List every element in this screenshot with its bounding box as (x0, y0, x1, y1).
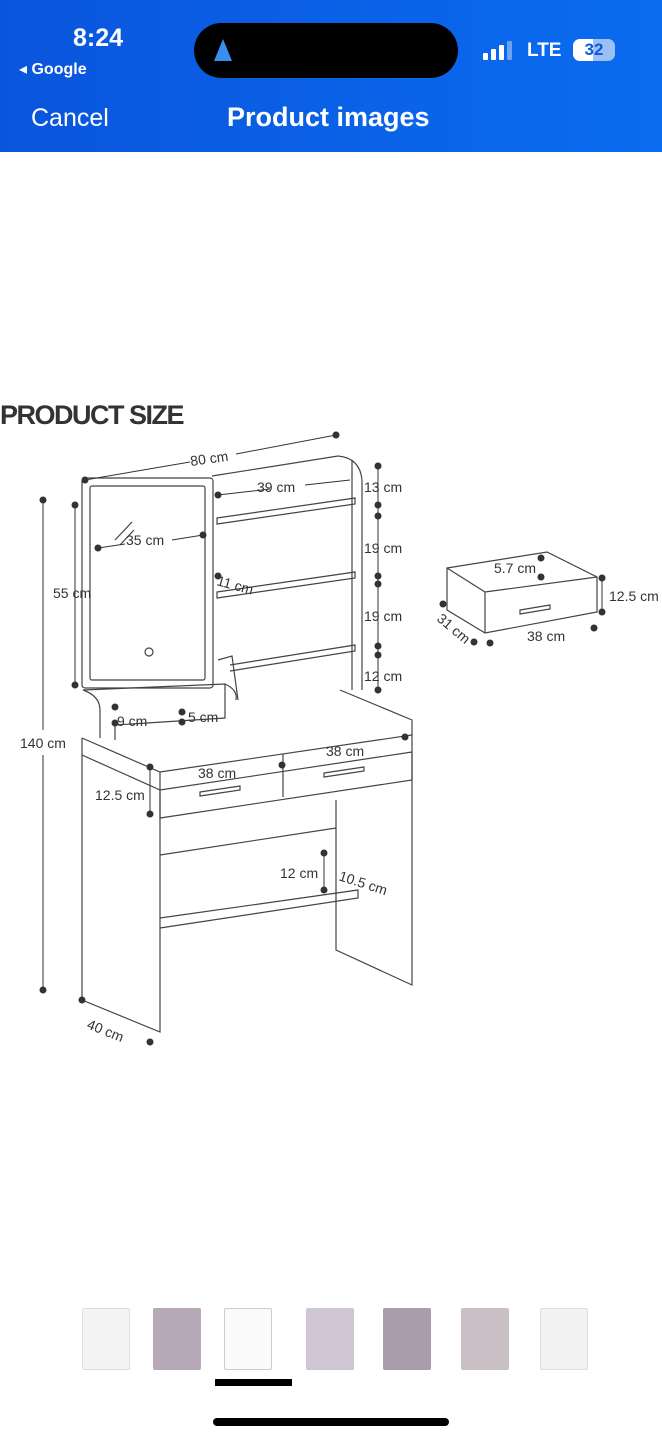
thumbnail-6[interactable] (461, 1308, 509, 1370)
dim-lower-shelf-depth: 10.5 cm (337, 868, 389, 899)
battery-icon: 32 (573, 39, 615, 61)
dim-drawer-height: 12.5 cm (95, 787, 145, 803)
dim-shelf1: 13 cm (364, 479, 402, 495)
back-app-label: Google (31, 61, 87, 78)
dimension-lines (39, 431, 606, 1046)
status-time: 8:24 (73, 24, 124, 52)
dim-drawer-depth: 31 cm (434, 610, 473, 647)
vanity-drawing (81, 455, 598, 1033)
navigation-arrow-icon (214, 39, 232, 61)
dim-box-height: 5 cm (188, 709, 218, 725)
battery-level: 32 (584, 40, 604, 59)
dim-shelf-depth: 11 cm (215, 572, 255, 597)
thumbnail-1[interactable] (82, 1308, 130, 1370)
dim-depth: 40 cm (85, 1016, 126, 1045)
thumbnail-strip (0, 1308, 662, 1370)
dim-drawer-left: 38 cm (198, 765, 236, 781)
back-to-app-link[interactable]: ◂ Google (19, 61, 87, 78)
dim-total-height: 140 cm (20, 735, 66, 751)
header: 8:24 ◂ Google LTE 32 Cancel Product imag… (0, 0, 662, 152)
page-title: Product images (227, 102, 430, 132)
dim-shelf4: 12 cm (364, 668, 402, 684)
signal-icon (483, 41, 512, 60)
thumbnail-4[interactable] (306, 1308, 354, 1370)
dim-width: 80 cm (189, 448, 229, 469)
dim-drawer-w2: 38 cm (527, 628, 565, 644)
dim-mirror-height: 55 cm (53, 585, 91, 601)
dynamic-island (194, 23, 458, 78)
cancel-button[interactable]: Cancel (31, 104, 109, 132)
network-label: LTE (527, 40, 562, 61)
thumbnail-7[interactable] (540, 1308, 588, 1370)
dim-drawer-right: 38 cm (326, 743, 364, 759)
home-indicator[interactable] (213, 1418, 449, 1426)
thumbnail-5[interactable] (383, 1308, 431, 1370)
thumbnail-2[interactable] (153, 1308, 201, 1370)
dim-box-width: 9 cm (117, 713, 147, 729)
dim-shelf-width: 39 cm (257, 479, 295, 495)
dim-shelf3: 19 cm (364, 608, 402, 624)
dimension-labels: 80 cm 39 cm 13 cm 19 cm 19 cm 12 cm 55 c… (20, 448, 659, 1045)
selected-thumbnail-indicator (215, 1379, 292, 1386)
dim-drawer-h2: 12.5 cm (609, 588, 659, 604)
thumbnail-3-selected[interactable] (224, 1308, 272, 1370)
dim-lower-shelf-height: 12 cm (280, 865, 318, 881)
dim-mirror-width: 35 cm (126, 532, 164, 548)
image-heading: PRODUCT SIZE (0, 400, 184, 430)
dim-shelf2: 19 cm (364, 540, 402, 556)
dim-drawer-inner: 5.7 cm (494, 560, 536, 576)
